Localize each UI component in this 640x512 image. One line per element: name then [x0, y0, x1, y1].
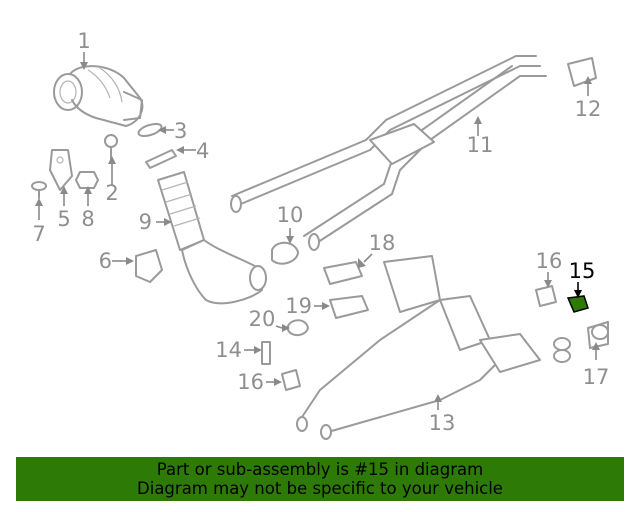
callout-5: 5: [57, 207, 70, 231]
callout-2: 2: [105, 181, 118, 205]
callout-13: 13: [429, 411, 456, 435]
callout-8: 8: [81, 207, 94, 231]
part-7-bolt: [31, 181, 47, 199]
callout-9: 9: [139, 210, 152, 234]
callout-20: 20: [249, 307, 276, 331]
part-4-clamp: [145, 149, 177, 169]
callout-14: 14: [215, 338, 242, 362]
callout-3: 3: [174, 119, 187, 143]
callout-18: 18: [369, 231, 396, 255]
part-1-catalytic-converter: [53, 65, 144, 127]
callout-6: 6: [99, 249, 112, 273]
part-5-bracket: [49, 149, 73, 191]
part-20-clip: [287, 319, 309, 336]
part-14-bracket: [261, 341, 271, 365]
part-12-hanger: [567, 57, 597, 87]
part-3-gasket: [137, 122, 163, 138]
callout-16-lower: 16: [237, 370, 264, 394]
part-19-bracket: [329, 295, 369, 319]
callout-17: 17: [583, 365, 610, 389]
banner-line-1: Part or sub-assembly is #15 in diagram: [156, 460, 484, 479]
part-6-plate: [135, 249, 163, 283]
callout-15: 15: [569, 259, 596, 283]
callout-16-upper: 16: [536, 249, 563, 273]
part-9-converter: [181, 239, 263, 305]
callout-10: 10: [277, 203, 304, 227]
callout-11: 11: [467, 133, 494, 157]
part-17-exhaust-tip: [587, 321, 609, 349]
part-10-band-clamp: [271, 241, 299, 265]
part-2-bolt: [104, 134, 118, 161]
part-9-flex-pipe: [157, 171, 205, 251]
callout-4: 4: [196, 139, 209, 163]
part-13-rear-muffler: [296, 255, 571, 440]
part-18-bracket: [323, 261, 363, 285]
callout-12: 12: [575, 97, 602, 121]
part-info-banner: Part or sub-assembly is #15 in diagram D…: [16, 457, 624, 501]
exhaust-parts-diagram: 1 2 3 4 5 6 7 8 9 10 11 12 13 14 15 16 1…: [31, 29, 610, 440]
callout-19: 19: [285, 294, 312, 318]
part-9-outlet: [249, 265, 267, 291]
callout-1: 1: [77, 29, 90, 53]
part-5-hole: [56, 156, 64, 164]
part-15-highlighted: [566, 295, 589, 313]
part-16-isolator-lower: [281, 369, 301, 391]
banner-line-2: Diagram may not be specific to your vehi…: [137, 479, 503, 498]
leader-lines: [35, 52, 600, 410]
part-8-nut: [75, 171, 99, 189]
part-16-isolator-upper: [535, 285, 557, 307]
callout-7: 7: [32, 222, 45, 246]
part-11-front-pipe: [230, 55, 547, 251]
